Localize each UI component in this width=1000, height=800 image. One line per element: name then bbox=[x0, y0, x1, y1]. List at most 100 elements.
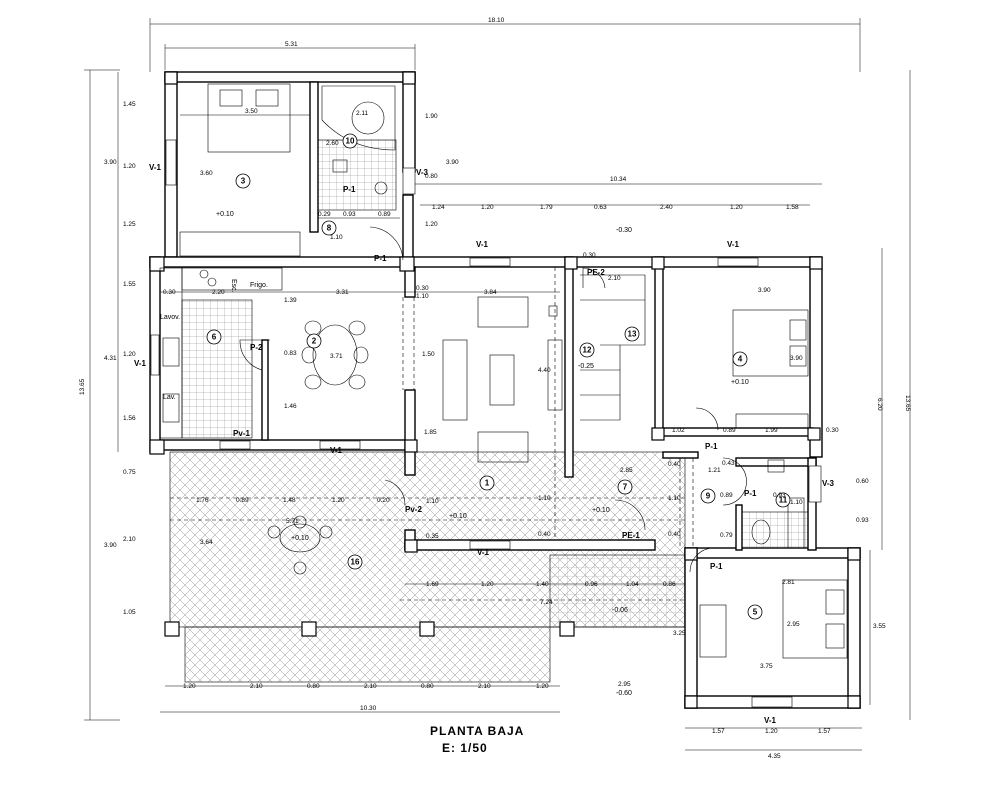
svg-text:0.86: 0.86 bbox=[663, 581, 676, 588]
svg-text:9: 9 bbox=[706, 492, 711, 501]
doors bbox=[239, 226, 747, 573]
room-3: 3 bbox=[235, 173, 251, 189]
porch-floor bbox=[184, 626, 551, 683]
svg-text:8: 8 bbox=[327, 224, 332, 233]
svg-text:1.57: 1.57 bbox=[712, 728, 725, 735]
kitchen-floor bbox=[181, 299, 253, 439]
svg-text:0.40: 0.40 bbox=[668, 531, 681, 538]
level-room-4: +0.10 bbox=[731, 379, 749, 386]
svg-text:1.10: 1.10 bbox=[538, 495, 551, 502]
svg-text:4.31: 4.31 bbox=[104, 355, 117, 362]
room-4: 4 bbox=[732, 351, 748, 367]
svg-text:0.93: 0.93 bbox=[343, 211, 356, 218]
room-10: 10 bbox=[342, 133, 358, 149]
label-v1-living: V-1 bbox=[476, 240, 489, 249]
label-pv1: Pv-1 bbox=[233, 429, 250, 438]
svg-text:3.50: 3.50 bbox=[245, 108, 258, 115]
svg-text:1.20: 1.20 bbox=[183, 683, 196, 690]
svg-text:5.71: 5.71 bbox=[286, 518, 299, 525]
interior-dimensions: 3.50 3.60 2.11 2.60 0.29 0.93 0.89 1.10 … bbox=[104, 72, 869, 735]
label-esc: Esc. bbox=[230, 279, 237, 293]
room-2: 2 bbox=[306, 333, 322, 349]
svg-text:16: 16 bbox=[351, 558, 360, 567]
room-13: 13 bbox=[624, 326, 640, 342]
svg-text:1.46: 1.46 bbox=[284, 403, 297, 410]
level-porch: -0.60 bbox=[616, 690, 632, 697]
svg-text:1.90: 1.90 bbox=[425, 113, 438, 120]
dim-top-total: 18.10 bbox=[488, 17, 505, 24]
svg-text:0.80: 0.80 bbox=[307, 683, 320, 690]
level-exterior-top: -0.30 bbox=[616, 227, 632, 234]
svg-text:3.31: 3.31 bbox=[336, 289, 349, 296]
svg-text:7.24: 7.24 bbox=[540, 599, 553, 606]
bed-room-3 bbox=[207, 83, 291, 153]
svg-text:3.90: 3.90 bbox=[758, 287, 771, 294]
svg-text:1.69: 1.69 bbox=[426, 581, 439, 588]
room-8: 8 bbox=[321, 220, 337, 236]
svg-text:0.79: 0.79 bbox=[720, 532, 733, 539]
svg-text:1.10: 1.10 bbox=[668, 495, 681, 502]
label-v1-kitchen: V-1 bbox=[134, 359, 147, 368]
svg-text:0.40: 0.40 bbox=[668, 461, 681, 468]
svg-text:5: 5 bbox=[753, 608, 758, 617]
svg-text:0.80: 0.80 bbox=[425, 173, 438, 180]
svg-text:0.20: 0.20 bbox=[377, 497, 390, 504]
label-v1-bed3: V-1 bbox=[149, 163, 162, 172]
svg-text:2.10: 2.10 bbox=[364, 683, 377, 690]
svg-text:1.20: 1.20 bbox=[425, 221, 438, 228]
label-v3-bath10: V-3 bbox=[416, 168, 429, 177]
level-room-1: +0.10 bbox=[449, 513, 467, 520]
svg-text:11: 11 bbox=[779, 496, 788, 505]
svg-text:2.85: 2.85 bbox=[620, 467, 633, 474]
svg-text:0.35: 0.35 bbox=[426, 533, 439, 540]
label-pv2: Pv-2 bbox=[405, 505, 422, 514]
svg-text:2.10: 2.10 bbox=[608, 275, 621, 282]
wardrobe-room-3 bbox=[179, 231, 301, 257]
level-room-12: -0.25 bbox=[578, 363, 594, 370]
svg-text:1.24: 1.24 bbox=[432, 204, 445, 211]
svg-text:2.10: 2.10 bbox=[123, 536, 136, 543]
svg-text:2: 2 bbox=[312, 337, 317, 346]
room-7: 7 bbox=[617, 479, 633, 495]
svg-text:4: 4 bbox=[738, 355, 743, 364]
svg-text:2.11: 2.11 bbox=[356, 110, 369, 117]
svg-text:3.64: 3.64 bbox=[200, 539, 213, 546]
label-p2: P-2 bbox=[250, 343, 263, 352]
svg-text:1.56: 1.56 bbox=[123, 415, 136, 422]
svg-text:0.93: 0.93 bbox=[856, 517, 869, 524]
svg-text:1.20: 1.20 bbox=[123, 351, 136, 358]
svg-text:1.20: 1.20 bbox=[536, 683, 549, 690]
svg-text:1: 1 bbox=[485, 479, 490, 488]
svg-text:1.45: 1.45 bbox=[123, 101, 136, 108]
room-labels: 1 +0.10 2 3 +0.10 4 +0.10 5 6 7 +0.10 8 … bbox=[206, 133, 791, 620]
svg-text:1.25: 1.25 bbox=[123, 221, 136, 228]
svg-text:1.10: 1.10 bbox=[330, 234, 343, 241]
svg-text:13: 13 bbox=[628, 330, 637, 339]
svg-text:2.10: 2.10 bbox=[250, 683, 263, 690]
label-v3-bath11: V-3 bbox=[822, 479, 835, 488]
svg-text:2.20: 2.20 bbox=[212, 289, 225, 296]
svg-text:2.10: 2.10 bbox=[478, 683, 491, 690]
svg-text:3.90: 3.90 bbox=[790, 355, 803, 362]
label-v1-dining: V-1 bbox=[330, 446, 343, 455]
svg-text:0.30: 0.30 bbox=[163, 289, 176, 296]
room-9: 9 bbox=[700, 488, 716, 504]
room-5: 5 bbox=[747, 604, 763, 620]
label-v1-bed5: V-1 bbox=[764, 716, 777, 725]
bath-floor bbox=[317, 139, 397, 211]
svg-text:0.89: 0.89 bbox=[720, 492, 733, 499]
svg-text:0.43: 0.43 bbox=[722, 460, 735, 467]
svg-text:0.30: 0.30 bbox=[826, 427, 839, 434]
svg-text:7: 7 bbox=[623, 483, 628, 492]
dim-left-total: 13.65 bbox=[79, 378, 86, 395]
plan-title: PLANTA BAJA bbox=[430, 724, 524, 738]
svg-text:1.57: 1.57 bbox=[818, 728, 831, 735]
svg-text:0.89: 0.89 bbox=[236, 497, 249, 504]
svg-text:1.58: 1.58 bbox=[786, 204, 799, 211]
level-room-3: +0.10 bbox=[216, 211, 234, 218]
svg-text:1.10: 1.10 bbox=[790, 499, 803, 506]
svg-text:3.60: 3.60 bbox=[200, 170, 213, 177]
room-6: 6 bbox=[206, 329, 222, 345]
svg-text:2.60: 2.60 bbox=[326, 140, 339, 147]
